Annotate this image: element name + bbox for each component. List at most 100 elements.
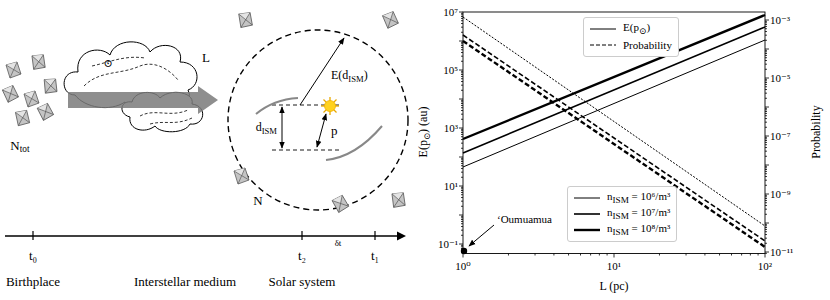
legend-label-part: ⊙	[639, 27, 647, 37]
axis-tick	[765, 198, 767, 199]
axis-tick	[765, 194, 769, 195]
axis-tick	[461, 188, 463, 189]
axis-tick	[461, 72, 463, 73]
data-point	[461, 248, 467, 254]
time-label: δt	[335, 239, 342, 249]
stage-label: Birthplace	[6, 275, 60, 289]
legend-label: E(p⊙)	[623, 21, 650, 36]
time-label-part: t₁	[371, 248, 379, 263]
axis-tick	[461, 217, 463, 218]
axis-tick	[461, 201, 463, 202]
distance-label-part: d	[256, 120, 262, 134]
axis-tick	[765, 64, 767, 65]
population-label-part: tot	[20, 144, 30, 154]
axis-tick	[461, 172, 463, 173]
axis-tick	[461, 129, 463, 130]
axis-tick	[765, 122, 767, 123]
axis-tick	[461, 158, 463, 159]
expectation-line	[463, 15, 765, 139]
axis-tick	[461, 139, 463, 140]
tick-label-part: 10⁻⁷	[770, 130, 791, 142]
axis-tick	[765, 53, 767, 54]
axis-tick	[765, 98, 767, 99]
axis-tick	[590, 254, 591, 256]
axis-tick	[461, 74, 463, 75]
axis-title: E(p⊙) (au)	[417, 107, 430, 158]
legend-label-part: ISM	[613, 212, 629, 222]
axis-tick	[765, 214, 767, 215]
legend-label-part: n	[607, 190, 613, 202]
time-label: t₂	[298, 249, 306, 263]
legend-entry: nISM = 10⁶/m³	[573, 190, 670, 206]
axis-tick	[459, 99, 463, 100]
annotation: ʻOumuamua	[497, 213, 552, 225]
tick-label-part: 10⁻⁹	[770, 188, 791, 200]
axis-tick	[614, 254, 615, 258]
axis-tick	[765, 35, 767, 36]
legend-label-part: n	[607, 206, 613, 218]
sun-mark-part: ⊙	[103, 57, 112, 69]
axis-tick	[461, 71, 463, 72]
timeline-part	[397, 232, 406, 241]
axis-tick	[461, 221, 463, 222]
axis-tick	[461, 81, 463, 82]
axis-tick	[553, 254, 554, 256]
axis-tick	[765, 118, 767, 119]
axis-tick	[461, 14, 463, 15]
axis-tick	[765, 202, 767, 203]
axis-tick	[765, 195, 767, 196]
probability-line	[463, 41, 765, 247]
legend-sample	[589, 24, 617, 34]
axis-tick	[765, 82, 767, 83]
axis-tick	[459, 41, 463, 42]
population-label: Ntot	[10, 139, 29, 153]
distance-label-part: ISM	[262, 126, 277, 136]
axis-tick	[580, 254, 581, 256]
axis-tick	[461, 226, 463, 227]
tick-label-part: 10⁻⁵	[770, 72, 791, 84]
axis-tick	[765, 180, 767, 181]
axis-tick	[461, 223, 463, 224]
tick-label: 10¹	[607, 260, 621, 272]
axis-tick	[704, 254, 705, 256]
axis-tick	[461, 32, 463, 33]
birth-cluster-part	[30, 53, 48, 71]
axis-tick	[765, 40, 767, 41]
axis-tick	[599, 254, 600, 256]
axis-tick	[765, 89, 767, 90]
axis-tick	[741, 254, 742, 256]
axis-tick	[765, 224, 767, 225]
axis-tick	[535, 254, 536, 256]
distance-label: L	[202, 51, 210, 65]
axis-tick	[765, 78, 769, 79]
axis-tick	[461, 168, 463, 169]
timeline-part	[32, 231, 33, 240]
axis-tick	[765, 200, 767, 201]
axis-tick	[459, 12, 463, 13]
axis-tick	[765, 169, 767, 170]
stage-label-part: Interstellar medium	[134, 274, 236, 289]
axis-tick	[731, 254, 732, 256]
tick-label: 10⁻¹	[438, 238, 458, 250]
axis-tick	[461, 219, 463, 220]
axis-tick	[765, 151, 767, 152]
tick-label: 10³	[444, 122, 458, 134]
tick-label: 10⁵	[443, 64, 458, 76]
legend-label-part: Probability	[623, 39, 672, 51]
axis-tick	[765, 167, 767, 168]
ism-clouds-part	[140, 110, 188, 116]
axis-tick	[765, 156, 767, 157]
distance-label-part: E(d	[331, 68, 348, 82]
axis-tick	[461, 16, 463, 17]
legend-label-part: = 10⁸/m³	[629, 222, 670, 234]
birth-cluster-part	[6, 62, 21, 78]
axis-tick	[765, 113, 767, 114]
pointer-arrow	[469, 225, 494, 246]
axis-tick	[765, 205, 767, 206]
legend-label-part: E(p	[623, 21, 639, 33]
axis-tick	[461, 235, 463, 236]
axis-tick	[461, 114, 463, 115]
axis-tick	[765, 173, 767, 174]
